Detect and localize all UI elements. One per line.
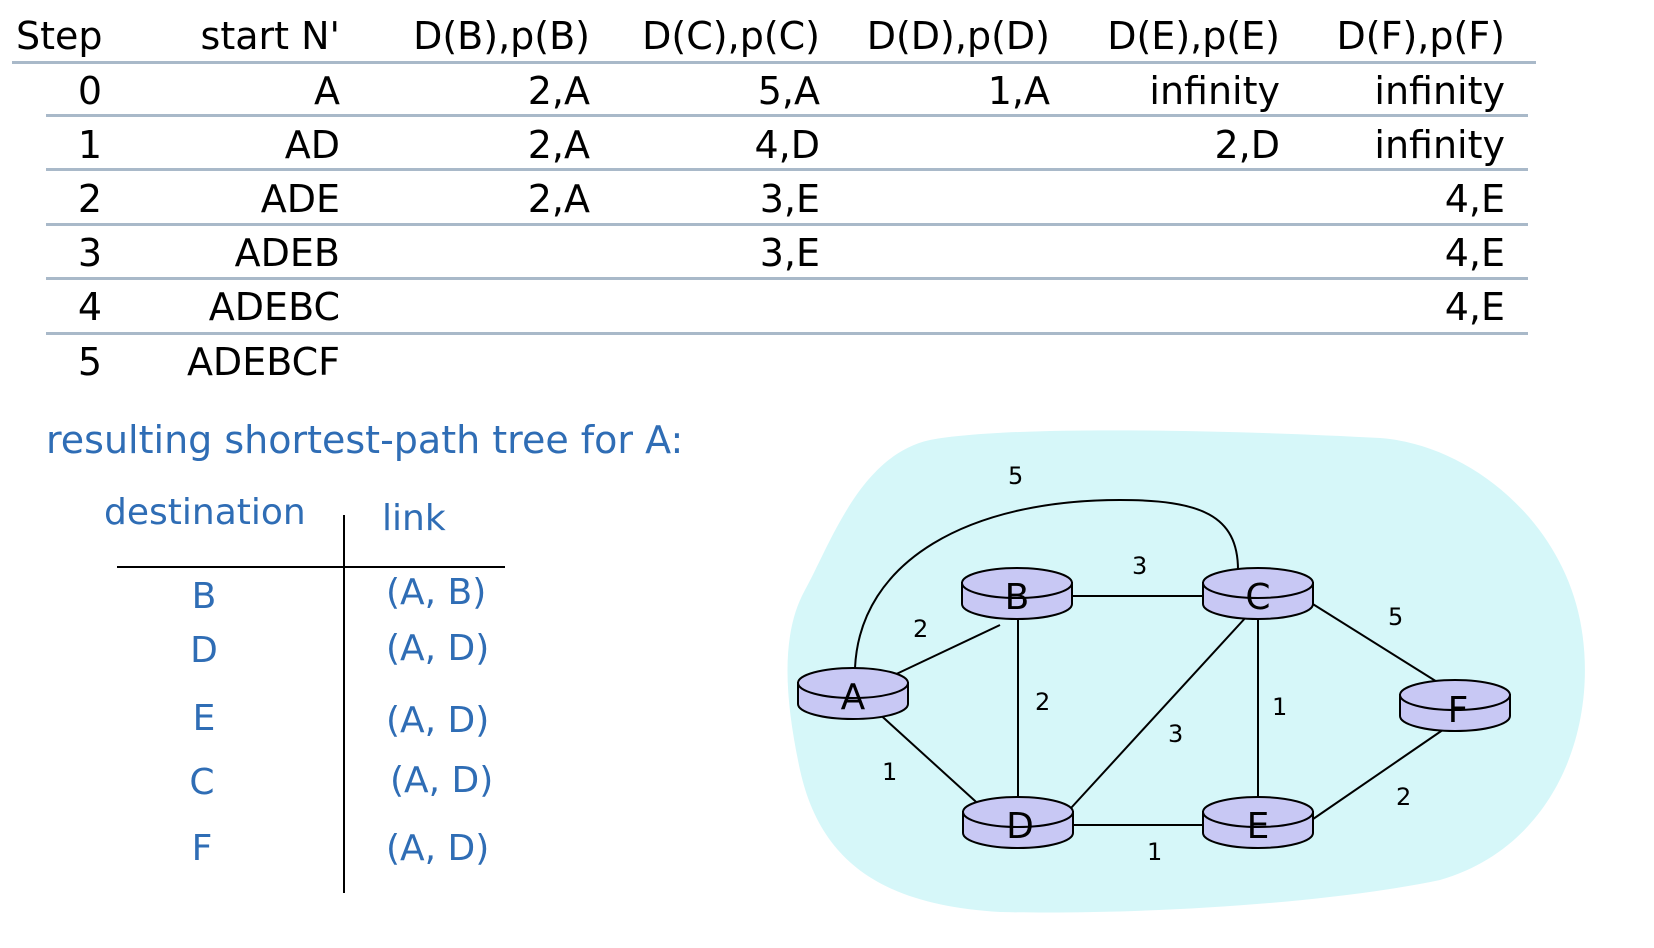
table-cell: 0 [77,69,103,113]
table-cell: infinity [1374,123,1505,167]
row-divider [46,277,1528,280]
edge-cost-c-f: 5 [1388,603,1403,631]
tree-column-divider [343,515,345,893]
header-df: D(F),p(F) [1336,14,1505,58]
table-cell: 2,A [527,69,590,113]
edge-a-d [874,709,986,811]
table-cell: 3,E [759,177,820,221]
header-dd: D(D),p(D) [866,14,1050,58]
node-label-b: B [1005,577,1030,618]
tree-link: (A, D) [386,628,490,669]
edge-cost-c-e: 1 [1272,693,1287,721]
tree-link: (A, D) [386,700,490,741]
table-cell: 2 [77,177,103,221]
row-divider [46,114,1528,117]
table-cell: infinity [1149,69,1280,113]
table-cell: 4,E [1444,177,1505,221]
edge-cost-b-d: 2 [1035,688,1050,716]
tree-link: (A, D) [390,760,494,801]
tree-link: (A, B) [386,572,487,613]
router-node-c: C [1202,567,1314,620]
tree-title: resulting shortest-path tree for A: [46,418,684,462]
row-divider [46,223,1528,226]
row-divider [46,332,1528,335]
tree-dest: B [191,576,217,617]
table-cell: ADEBC [208,285,340,329]
edge-a-b [889,624,1001,678]
node-label-a: A [841,677,866,718]
edge-e-f [1299,724,1451,829]
edge-c-d [1059,614,1249,821]
node-label-c: C [1245,577,1270,618]
edge-cost-d-e: 1 [1147,838,1162,866]
router-node-a: A [797,667,909,720]
table-cell: 2,D [1214,123,1280,167]
table-cell: 1 [77,123,103,167]
edge-a-c [854,498,1239,669]
tree-dest: E [192,698,216,739]
table-cell: ADEBCF [186,340,340,384]
node-label-f: F [1448,690,1469,731]
header-db: D(B),p(B) [413,14,590,58]
router-node-d: D [962,796,1074,849]
table-cell: 4,D [754,123,820,167]
table-cell: 2,A [527,177,590,221]
tree-header-link: link [382,498,446,539]
router-node-b: B [961,567,1073,620]
header-de: D(E),p(E) [1107,14,1280,58]
edge-cost-a-d: 1 [882,758,897,786]
network-cloud [787,430,1585,913]
table-cell: 3 [77,231,103,275]
node-label-e: E [1247,806,1270,847]
table-cell: 4,E [1444,285,1505,329]
table-cell: 3,E [759,231,820,275]
node-label-d: D [1006,806,1034,847]
table-cell: 4,E [1444,231,1505,275]
table-cell: 2,A [527,123,590,167]
table-cell: 1,A [987,69,1050,113]
table-cell: ADEB [234,231,340,275]
table-cell: infinity [1374,69,1505,113]
table-cell: ADE [260,177,340,221]
tree-header-divider [117,566,505,568]
table-cell: A [314,69,340,113]
tree-header-destination: destination [104,492,306,533]
row-divider [46,168,1528,171]
tree-dest: D [190,630,218,671]
table-cell: 5,A [757,69,820,113]
header-start-n: start N' [200,14,340,58]
header-step: Step [16,14,103,58]
edge-c-f [1299,595,1451,691]
table-cell: AD [284,123,340,167]
edge-cost-c-d: 3 [1168,720,1183,748]
header-divider [12,61,1536,64]
edge-cost-e-f: 2 [1396,783,1411,811]
router-node-e: E [1202,796,1314,849]
tree-dest: F [191,828,213,869]
router-node-f: F [1399,679,1511,732]
tree-link: (A, D) [386,828,490,869]
header-dc: D(C),p(C) [642,14,820,58]
table-cell: 5 [77,340,103,384]
edge-cost-a-b: 2 [913,615,928,643]
table-cell: 4 [77,285,103,329]
edge-cost-b-c: 3 [1132,552,1147,580]
edge-cost-a-c: 5 [1008,462,1023,490]
tree-dest: C [189,762,215,803]
